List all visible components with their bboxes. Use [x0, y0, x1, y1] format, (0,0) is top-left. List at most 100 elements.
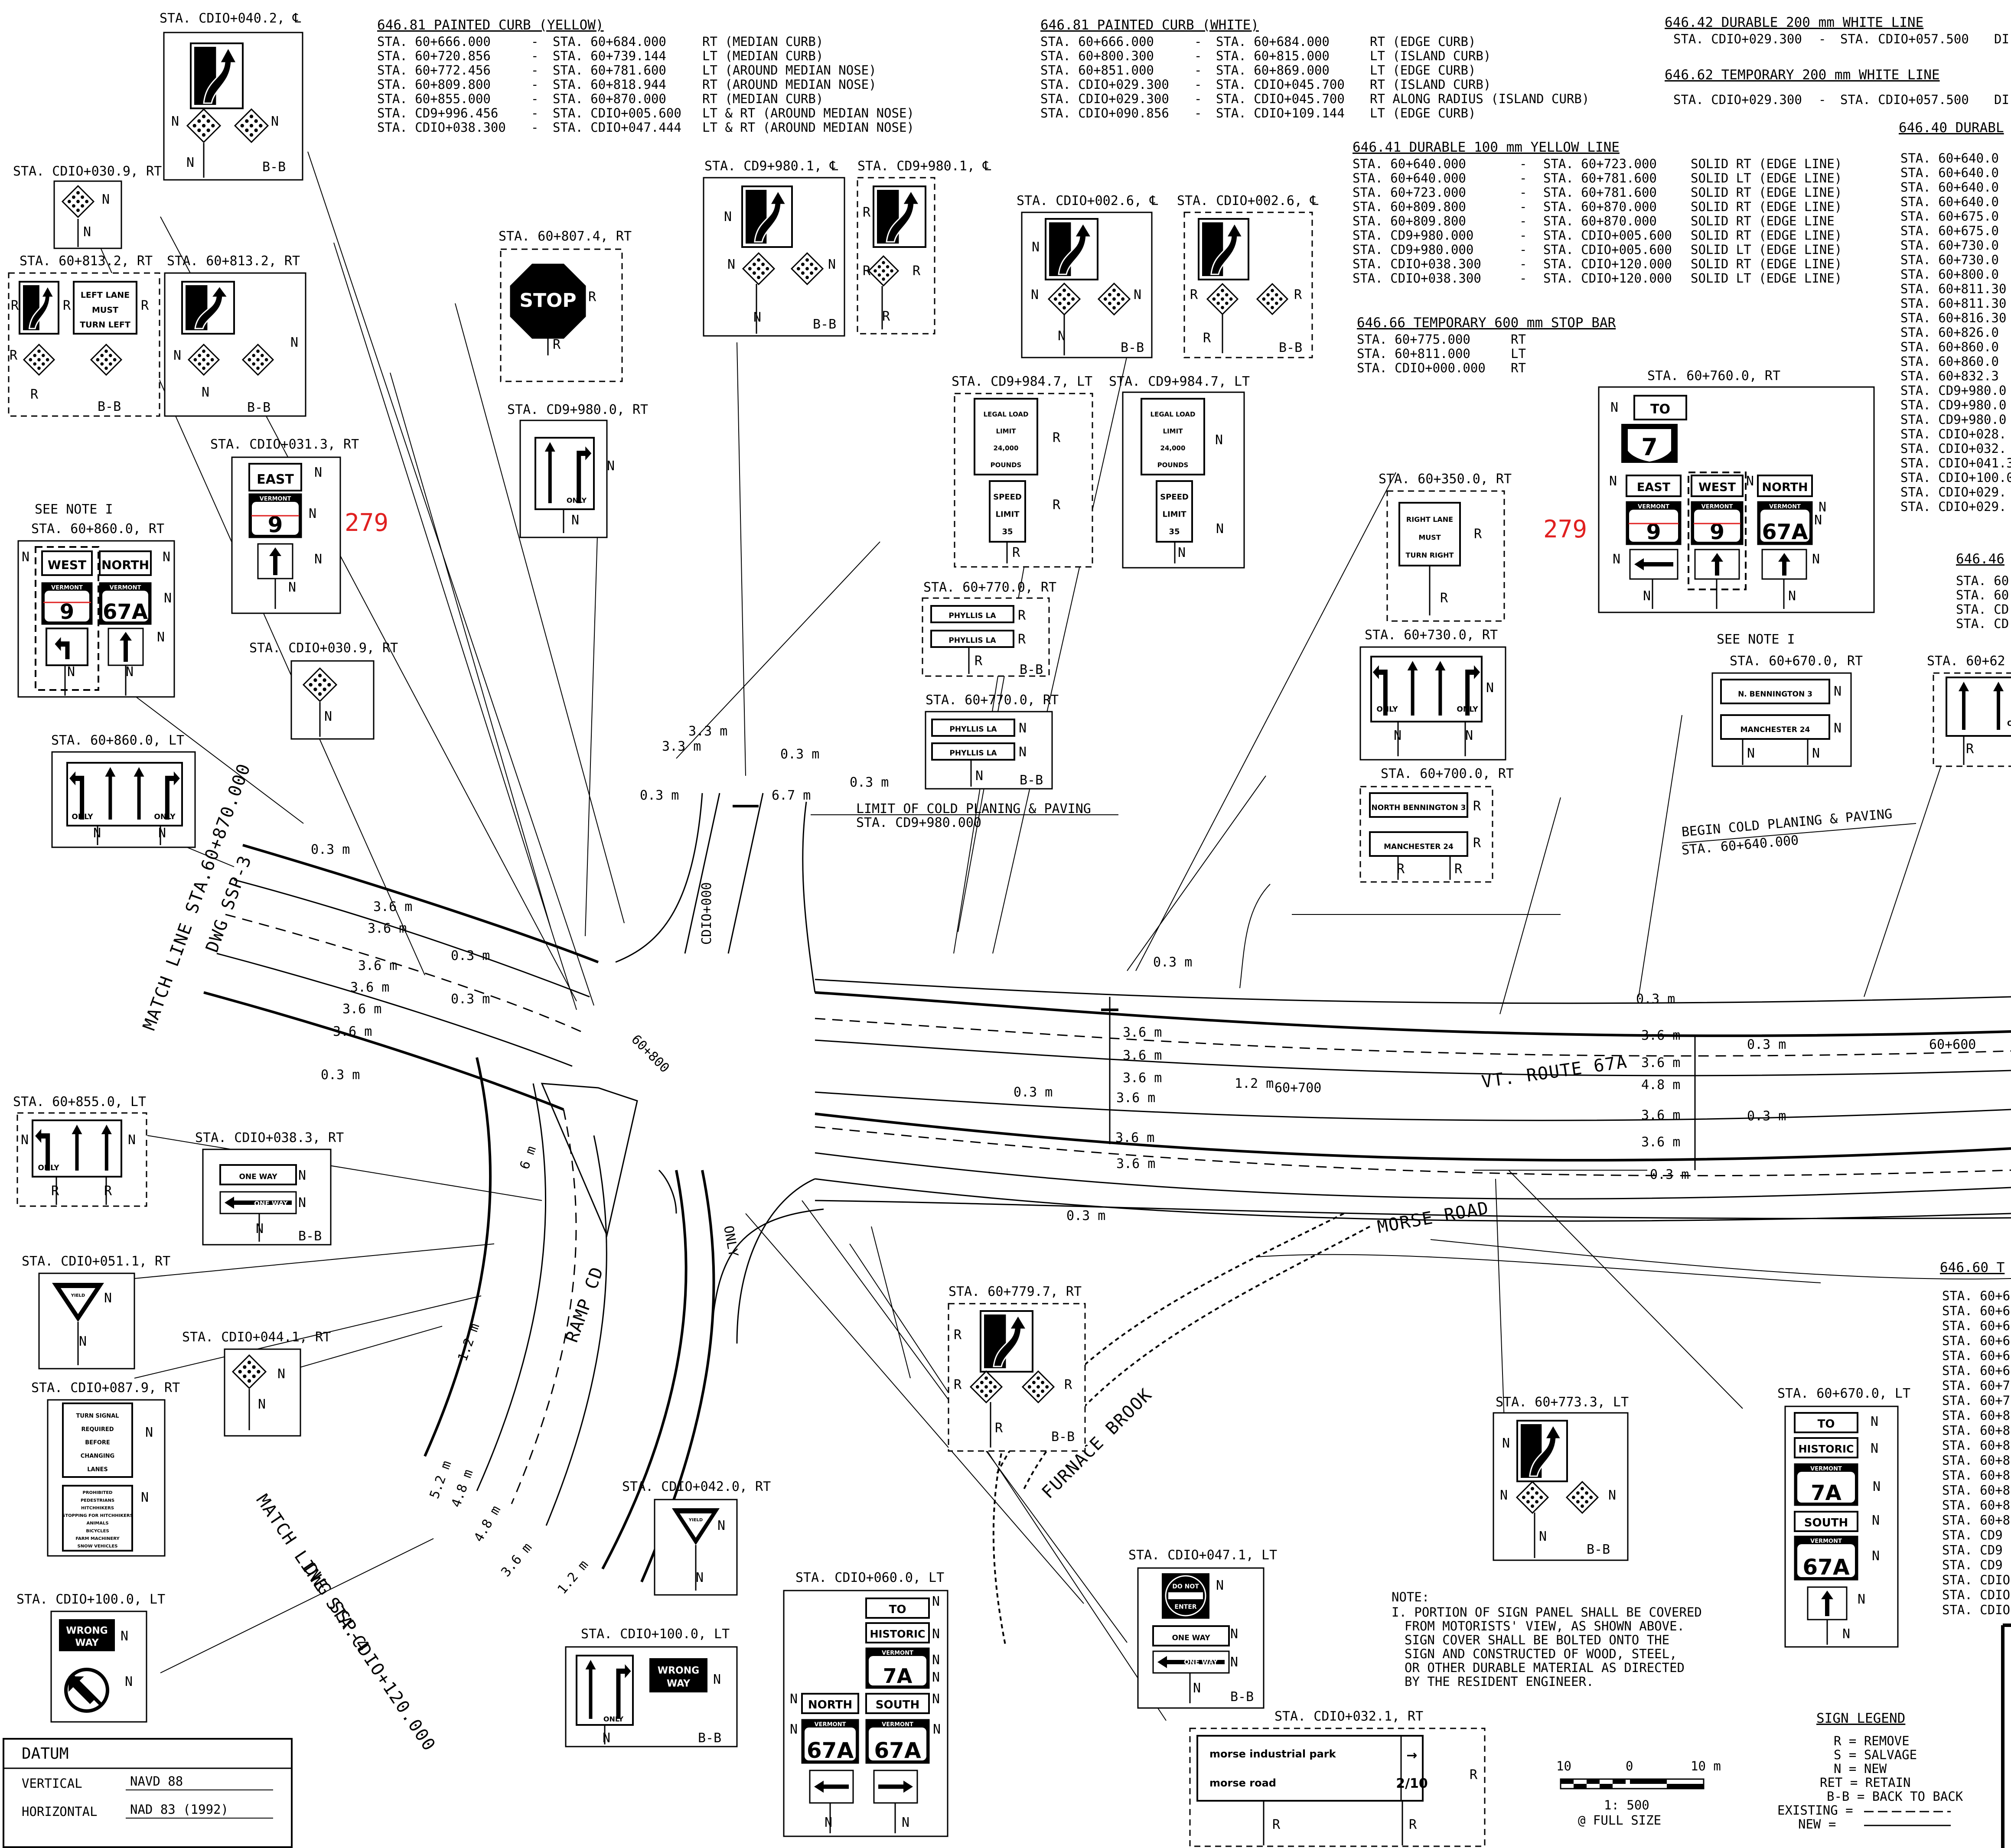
- sign-panel-text: NORTH: [101, 558, 149, 572]
- legend-row: R = REMOVE: [1834, 1734, 1910, 1748]
- arrow-up-icon: [544, 442, 555, 503]
- arrow-left-icon: [814, 1780, 849, 1793]
- table-cell: STA. CDIO+028.: [1900, 427, 2006, 442]
- marker-dot: [882, 269, 885, 273]
- sign-panel-text: TURN RIGHT: [1406, 551, 1454, 560]
- sign-station-label: STA. CD9+980.1, ℄: [857, 159, 991, 174]
- marker-dot: [805, 267, 809, 270]
- route-shield-icon: [1760, 510, 1809, 542]
- table-cell: STA. 60+860.0: [1900, 354, 1999, 369]
- sign-panel: [62, 1402, 133, 1478]
- marker-dot: [1271, 289, 1274, 293]
- sign-panel-text: ENTER: [1174, 1604, 1196, 1610]
- marker-dot: [1063, 288, 1066, 292]
- sign-panel-text: morse industrial park: [1209, 1748, 1336, 1760]
- shield-number: 7A: [1811, 1481, 1842, 1505]
- table-title: 646.62 TEMPORARY 200 mm WHITE LINE: [1665, 67, 1940, 83]
- keep-right-icon: [28, 284, 55, 329]
- table-cell: -: [531, 34, 538, 49]
- table-cell: STA. CD9+980.0: [1900, 412, 2006, 427]
- sign-status-code: N: [83, 224, 91, 240]
- marker-dot: [1221, 297, 1224, 301]
- shield-number: 9: [268, 512, 283, 537]
- turn-left-arrow-icon: [69, 771, 85, 820]
- legend-row: S = SALVAGE: [1834, 1747, 1917, 1762]
- sign-panel-text: SNOW VEHICLES: [78, 1544, 118, 1549]
- sign-panel-text: ONLY: [38, 1164, 59, 1172]
- sign-panel-text: TURN LEFT: [80, 320, 130, 330]
- table-cell: STA. 60+6: [1942, 1288, 2010, 1303]
- marker-dot: [249, 124, 254, 128]
- marker-dot: [1058, 302, 1062, 306]
- sign-status-code: N: [727, 257, 735, 272]
- sign-legend: SIGN LEGEND R = REMOVE S = SALVAGE N = N…: [1777, 1624, 2011, 1848]
- sign-status-code: N: [1819, 500, 1826, 515]
- sign-status-code: R: [954, 1377, 962, 1393]
- sign-station-label: STA. 60+700.0, RT: [1381, 766, 1514, 781]
- sign-status-code: N: [288, 580, 296, 595]
- sign-station-label: STA. CDIO+051.1, RT: [22, 1254, 170, 1269]
- shield-number: 7: [1641, 433, 1658, 461]
- table-cell: -: [531, 63, 538, 78]
- sign-panel: [1720, 714, 1830, 740]
- sign-station-label: STA. CDIO+044.1, RT: [182, 1330, 331, 1345]
- sign-status-code: N: [1814, 513, 1822, 528]
- sign-status-code: R: [1966, 742, 1974, 757]
- sign-status-code: N: [1643, 589, 1651, 604]
- table-cell: RT (ISLAND CURB): [1370, 77, 1491, 92]
- sign-panel-text: PHYLLIS LA: [949, 749, 997, 758]
- marker-dot: [886, 265, 890, 269]
- table-cell: SOLID RT (EDGE LINE): [1691, 156, 1842, 171]
- marker-dot: [1058, 293, 1062, 296]
- table-cell: STA. 60+781.600: [553, 63, 666, 78]
- sign-station-label: STA. 60+770.0, RT: [926, 693, 1059, 708]
- sign-status-code: N: [1500, 1488, 1508, 1503]
- marker-dot: [197, 128, 201, 132]
- sign-panel: [931, 742, 1015, 761]
- table-cell: STA. CDIO+100.0: [1900, 470, 2011, 485]
- table-cell: STA. 60+666.000: [1040, 34, 1154, 49]
- sign-panel-text: NORTH: [1762, 481, 1808, 494]
- route-shield-icon: [45, 591, 89, 621]
- arrow-up-icon: [134, 767, 144, 820]
- marker-dot: [202, 133, 206, 137]
- marker-dot: [249, 114, 254, 118]
- table-cell: STA. 60+8: [1942, 1498, 2010, 1513]
- table-cell: STA. CDIO+038.300: [377, 120, 506, 135]
- sign-status-code: N: [1812, 746, 1820, 761]
- sign-status-code: B-B: [813, 317, 836, 332]
- marker-dot: [980, 1380, 984, 1384]
- table-cell: STA. 60+730.0: [1900, 238, 1999, 253]
- sign-panel: [1757, 475, 1813, 497]
- stop-sign-text: STOP: [519, 290, 576, 312]
- marker-dot: [1271, 306, 1274, 309]
- dim-label: 3.6 m: [1641, 1028, 1680, 1043]
- marker-dot: [993, 1385, 997, 1389]
- marker-dot: [252, 1365, 256, 1369]
- sign-panel: [1369, 831, 1468, 857]
- sign-status-code: N: [202, 385, 209, 400]
- sign-panel-text: ONLY: [1457, 705, 1478, 714]
- table-cell: STA. CDIO: [1942, 1603, 2010, 1617]
- marker-dot: [264, 358, 268, 361]
- marker-dot: [256, 349, 260, 353]
- marker-dot: [980, 1389, 984, 1393]
- table-cell: STA. 60+640.0: [1900, 166, 1999, 180]
- table-cell: STA. CDIO+120.000: [1543, 257, 1672, 271]
- table-cell: STA. 60+809.800: [1353, 214, 1466, 228]
- marker-dot: [1036, 1394, 1040, 1398]
- dim-label: 3.6 m: [1123, 1025, 1162, 1040]
- table-cell: -: [1519, 242, 1527, 257]
- sign-panel: [865, 1597, 930, 1619]
- sign-status-code: R: [882, 309, 890, 324]
- note-line: FROM MOTORISTS' VIEW, AS SHOWN ABOVE.: [1405, 1619, 1685, 1633]
- scale-right: 10 m: [1691, 1759, 1721, 1773]
- do-not-enter-bar: [1168, 1592, 1203, 1599]
- sign-status-code: N: [158, 826, 166, 841]
- sign-station-label: STA. 60+62: [1927, 654, 2005, 669]
- sign-status-code: N: [121, 1629, 128, 1644]
- sign-status-code: N: [1216, 1578, 1224, 1593]
- marker-dot: [1103, 297, 1107, 301]
- table-cell: LT (ISLAND CURB): [1370, 49, 1491, 63]
